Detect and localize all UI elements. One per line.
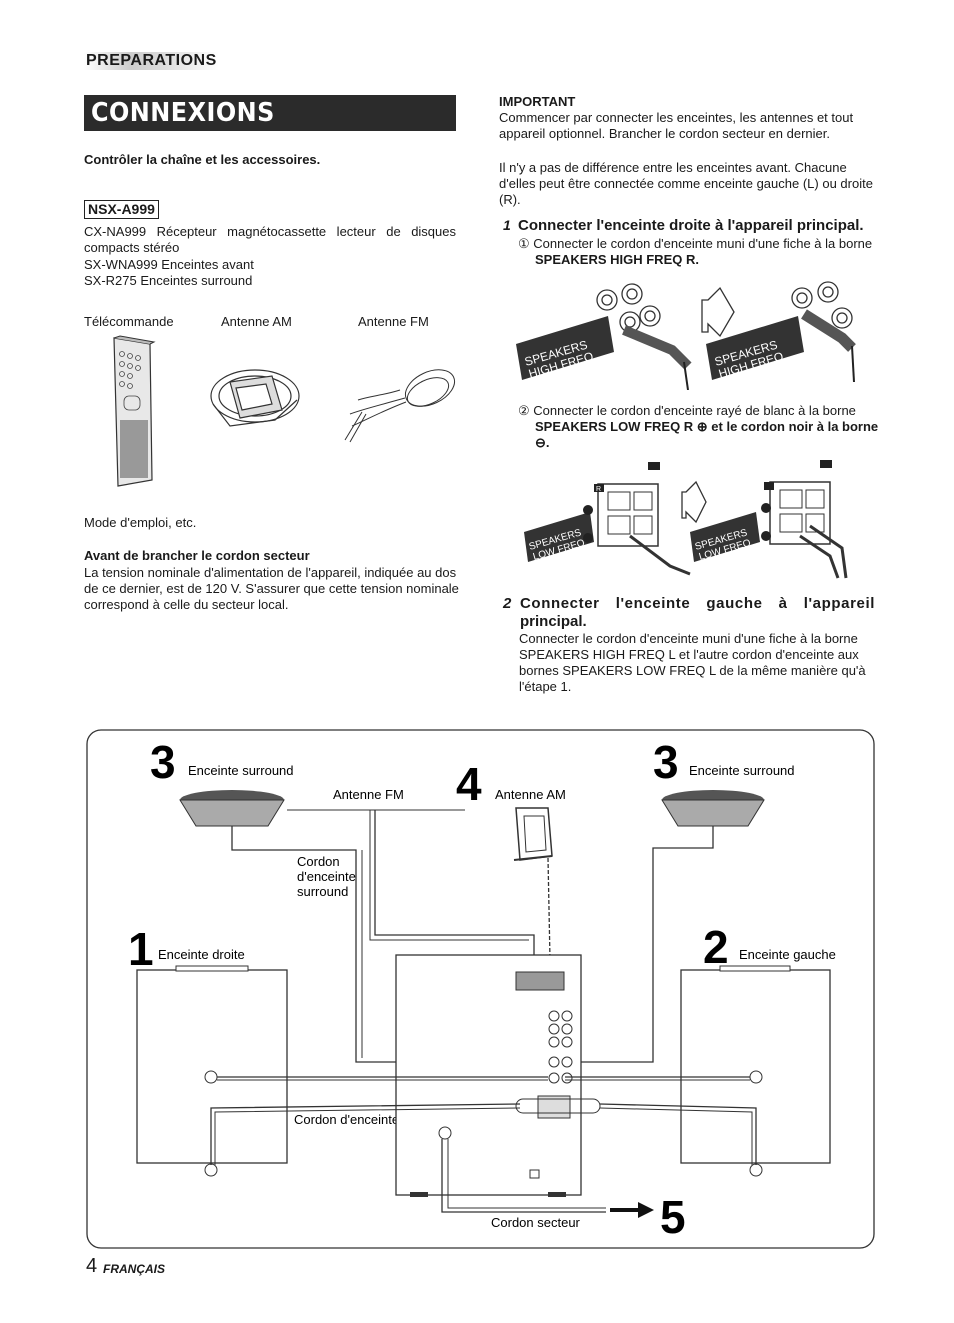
tag-r: R <box>596 486 601 493</box>
surround-speaker-left <box>179 790 285 827</box>
item-front-speakers: SX-WNA999 Enceintes avant <box>84 257 254 272</box>
high-freq-illustration: SPEAKERS HIGH FREQ SPEAKERS HIGH FREQ <box>516 281 856 390</box>
am-antenna-image <box>210 369 300 427</box>
model-badge: NSX-A999 <box>84 200 159 219</box>
speaker-cord-label: Cordon d'enceinte <box>294 1112 399 1127</box>
high-freq-after: SPEAKERS HIGH FREQ <box>706 281 856 383</box>
step1-b-line-3: ⊖. <box>535 435 550 450</box>
item-receiver: CX-NA999 Récepteur magnétocassette lecte… <box>84 224 456 239</box>
before-text-1: La tension nominale d'alimentation de l'… <box>84 565 457 580</box>
step1-b-line-1: ② Connecter le cordon d'enceinte rayé de… <box>518 403 856 418</box>
step2-line-2: SPEAKERS HIGH FREQ L et l'autre cordon d… <box>519 647 859 662</box>
low-freq-illustration: SPEAKERS LOW FREQ R SPEAKERS LOW FREQ <box>524 460 848 579</box>
step1-title: Connecter l'enceinte droite à l'appareil… <box>518 217 864 234</box>
item-surround-speakers: SX-R275 Enceintes surround <box>84 273 253 288</box>
step2-number: 2 <box>503 595 512 612</box>
surround-speaker-right <box>661 790 765 827</box>
check-heading: Contrôler la chaîne et les accessoires. <box>84 152 321 167</box>
manual-label: Mode d'emploi, etc. <box>84 515 197 530</box>
note-line-1: Il n'y a pas de différence entre les enc… <box>499 160 847 175</box>
page-title-bar: CONNEXIONS <box>84 95 456 131</box>
surround-right-label: Enceinte surround <box>689 763 795 778</box>
fm-antenna-image <box>344 369 456 443</box>
page-number: 4 <box>86 1255 98 1277</box>
note-line-2: d'elles peut être connectée comme encein… <box>499 176 873 191</box>
left-speaker-label: Enceinte gauche <box>739 947 836 962</box>
am-antenna-diagram <box>513 807 553 961</box>
note-line-3: (R). <box>499 192 521 207</box>
accessory-remote-label: Télécommande <box>84 314 174 329</box>
surround-right-number: 3 <box>653 736 679 788</box>
right-speaker <box>136 965 288 1164</box>
item-receiver-cont: compacts stéréo <box>84 240 180 255</box>
important-heading: IMPORTANT <box>499 94 576 109</box>
surround-left-label: Enceinte surround <box>188 763 294 778</box>
accessory-am-label: Antenne AM <box>221 314 292 329</box>
surround-left-number: 3 <box>150 736 176 788</box>
am-antenna-number: 4 <box>456 758 482 810</box>
arrow-icon <box>701 286 735 338</box>
important-line-2: appareil optionnel. Brancher le cordon s… <box>499 126 830 141</box>
power-arrow-icon <box>638 1202 654 1218</box>
surround-cord-line-1: Cordon <box>297 854 340 869</box>
step2-line-3: bornes SPEAKERS LOW FREQ L de la même ma… <box>519 663 866 678</box>
diagram-frame <box>86 729 875 1249</box>
am-antenna-label: Antenne AM <box>495 787 566 802</box>
step2-line-1: Connecter le cordon d'enceinte muni d'un… <box>519 631 858 646</box>
before-text-2: de ce dernier, est de 120 V. S'assurer q… <box>84 581 459 596</box>
step1-b-line-2: SPEAKERS LOW FREQ R ⊕ et le cordon noir … <box>535 419 879 434</box>
footer-language: FRANÇAIS <box>103 1262 165 1276</box>
high-freq-before: SPEAKERS HIGH FREQ <box>516 283 692 390</box>
step2-line-4: l'étape 1. <box>519 679 572 694</box>
remote-control-image <box>113 335 156 487</box>
left-speaker-number: 2 <box>703 921 729 973</box>
surround-cord-line-2: d'enceinte <box>297 869 356 884</box>
arrow-icon-2 <box>681 480 707 524</box>
step2-title-line-2: principal. <box>520 613 587 630</box>
section-label: PREPARATIONS <box>84 52 219 70</box>
accessories-illustration <box>113 335 456 487</box>
right-speaker-number: 1 <box>128 923 154 975</box>
before-heading: Avant de brancher le cordon secteur <box>84 548 310 563</box>
right-speaker-label: Enceinte droite <box>158 947 245 962</box>
important-line-1: Commencer par connecter les enceintes, l… <box>499 110 854 125</box>
power-cord-label: Cordon secteur <box>491 1215 581 1230</box>
step1-number: 1 <box>503 217 511 233</box>
power-step-number: 5 <box>660 1191 686 1243</box>
main-unit <box>395 954 582 1197</box>
surround-cord-line-3: surround <box>297 884 348 899</box>
fm-antenna-label: Antenne FM <box>333 787 404 802</box>
step1-a-line-2: SPEAKERS HIGH FREQ R. <box>535 252 699 267</box>
accessory-fm-label: Antenne FM <box>358 314 429 329</box>
step1-a-line-1: ① Connecter le cordon d'enceinte muni d'… <box>518 236 873 251</box>
before-text-3: correspond à celle du secteur local. <box>84 597 289 612</box>
step2-title-line-1: Connecter l'enceinte gauche à l'appareil <box>520 595 875 612</box>
page-title: CONNEXIONS <box>91 98 275 128</box>
